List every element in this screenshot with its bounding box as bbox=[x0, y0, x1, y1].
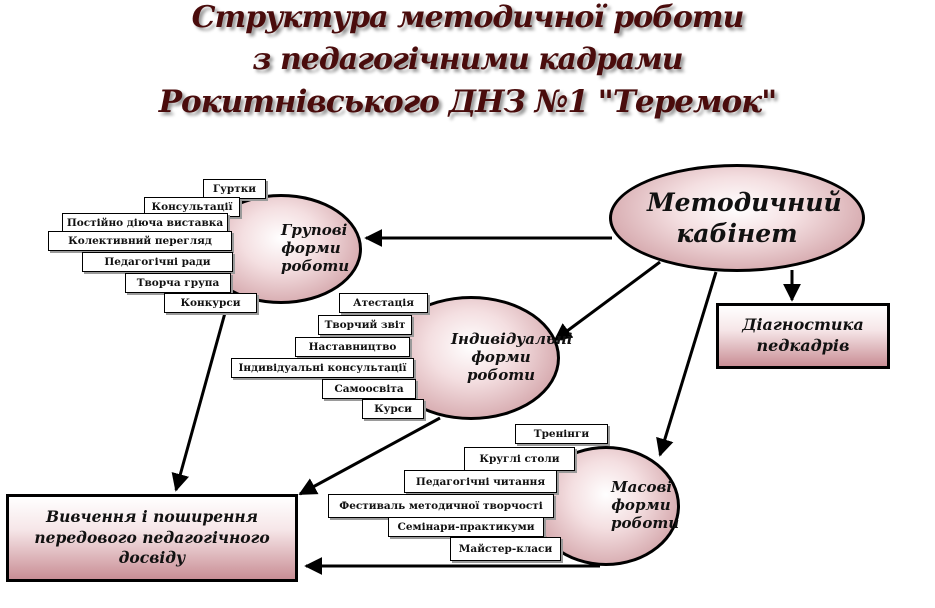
mass-item: Майстер-класи bbox=[450, 537, 561, 561]
method-cabinet-label: Методичний кабінет bbox=[647, 187, 842, 248]
mass-item: Фестиваль методичної творчості bbox=[328, 494, 554, 518]
arrow-group-to-experience bbox=[171, 301, 230, 492]
individual-item: Індивідуальні консультації bbox=[231, 358, 414, 378]
title-line-2: з педагогічними кадрами bbox=[252, 42, 683, 77]
individual-item: Творчий звіт bbox=[318, 315, 412, 335]
experience-box: Вивчення і поширення передового педагогі… bbox=[6, 494, 298, 582]
group-item: Консультації bbox=[144, 197, 240, 217]
diagnostics-box: Діагностика педкадрів bbox=[716, 303, 890, 369]
experience-label: Вивчення і поширення передового педагогі… bbox=[34, 506, 270, 568]
method-cabinet-node: Методичний кабінет bbox=[609, 164, 865, 272]
mass-item: Педагогічні читання bbox=[404, 470, 557, 493]
group-item: Постійно діюча виставка bbox=[62, 213, 228, 233]
mass-item: Круглі столи bbox=[464, 447, 575, 471]
title-line-1: Структура методичної роботи bbox=[191, 0, 745, 35]
mass-item: Тренінги bbox=[515, 424, 608, 444]
arrow-individual-to-experience bbox=[298, 416, 441, 496]
individual-item: Наставництво bbox=[295, 337, 410, 357]
individual-forms-label: Індивідуальні форми роботи bbox=[451, 330, 573, 384]
individual-item: Атестація bbox=[339, 293, 428, 313]
arrow-cabinet-to-mass bbox=[656, 271, 718, 457]
group-item: Гуртки bbox=[203, 179, 266, 199]
individual-item: Курси bbox=[362, 399, 424, 419]
title-line-3: Рокитнівського ДНЗ №1 "Теремок" bbox=[158, 84, 778, 120]
mass-item: Семінари-практикуми bbox=[388, 517, 544, 537]
group-item: Колективний перегляд bbox=[48, 231, 232, 251]
arrow-cabinet-to-individual bbox=[553, 260, 661, 342]
diagnostics-label: Діагностика педкадрів bbox=[742, 315, 864, 355]
group-forms-label: Групові форми роботи bbox=[281, 221, 350, 275]
group-item: Конкурси bbox=[164, 293, 257, 313]
mass-forms-label: Масові форми роботи bbox=[611, 478, 680, 532]
group-item: Педагогічні ради bbox=[82, 252, 233, 272]
group-item: Творча група bbox=[125, 273, 231, 293]
individual-item: Самоосвіта bbox=[322, 379, 416, 399]
